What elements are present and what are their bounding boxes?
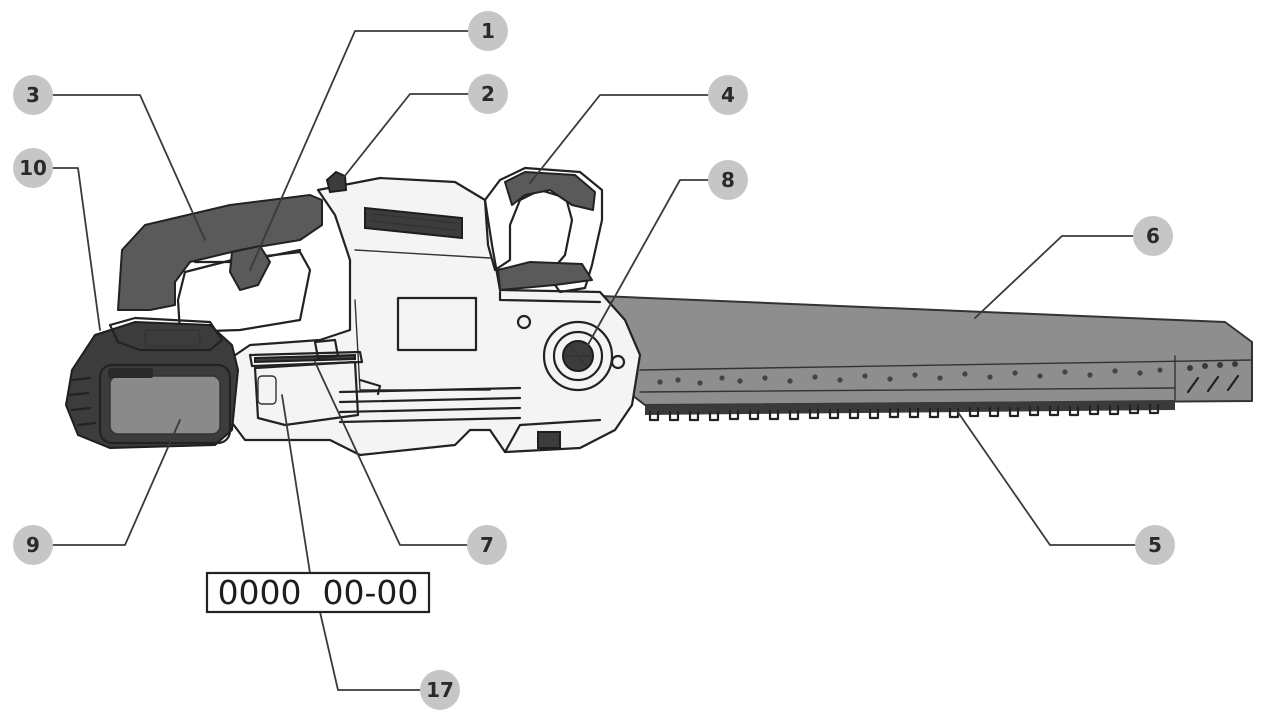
leader-17 — [319, 611, 421, 691]
callout-7: 7 — [467, 525, 507, 565]
leader-9 — [49, 419, 181, 546]
leader-8 — [584, 179, 711, 351]
leader-4 — [529, 94, 711, 184]
bar-rivets — [1186, 361, 1240, 394]
callout-9: 9 — [13, 525, 53, 565]
leader-6 — [974, 235, 1135, 319]
bar-clamp — [248, 338, 364, 368]
leader-lines — [49, 30, 1137, 691]
callout-3: 3 — [13, 75, 53, 115]
rear-handle — [117, 170, 348, 334]
callout-6-label: 6 — [1146, 224, 1160, 248]
date-code-label: 0000 00-00 — [205, 571, 431, 614]
callout-3-label: 3 — [26, 83, 40, 107]
lower-grille — [338, 378, 522, 424]
motor-vents — [364, 206, 463, 240]
callout-17-label: 17 — [426, 678, 454, 702]
callouts: 1 2 3 4 5 6 7 8 — [13, 11, 1175, 710]
leader-10 — [51, 167, 101, 331]
callout-2-label: 2 — [481, 82, 495, 106]
callout-7-label: 7 — [480, 533, 494, 557]
leader-3 — [49, 94, 206, 241]
saw-chain — [645, 400, 1175, 422]
leader-17-up — [281, 394, 311, 574]
callout-17: 17 — [420, 670, 460, 710]
leader-1 — [249, 30, 471, 271]
callout-6: 6 — [1133, 216, 1173, 256]
date-code-text: 0000 00-00 — [218, 573, 419, 612]
callout-10-label: 10 — [19, 156, 47, 180]
callout-5: 5 — [1135, 525, 1175, 565]
motor-housing — [226, 176, 642, 457]
front-handle — [483, 166, 604, 294]
bar-holes — [657, 367, 1163, 386]
leader-5 — [954, 407, 1137, 546]
battery-pack — [64, 316, 240, 450]
callout-10: 10 — [13, 148, 53, 188]
callout-8: 8 — [708, 160, 748, 200]
leader-2 — [339, 93, 471, 183]
leader-7 — [314, 361, 469, 546]
tool-illustration — [64, 166, 1253, 457]
guide-bar — [599, 295, 1253, 406]
callout-8-label: 8 — [721, 168, 735, 192]
callout-2: 2 — [468, 74, 508, 114]
callout-5-label: 5 — [1148, 533, 1162, 557]
callout-4: 4 — [708, 75, 748, 115]
callout-4-label: 4 — [721, 83, 735, 107]
callout-1: 1 — [468, 11, 508, 51]
callout-1-label: 1 — [481, 19, 495, 43]
callout-9-label: 9 — [26, 533, 40, 557]
